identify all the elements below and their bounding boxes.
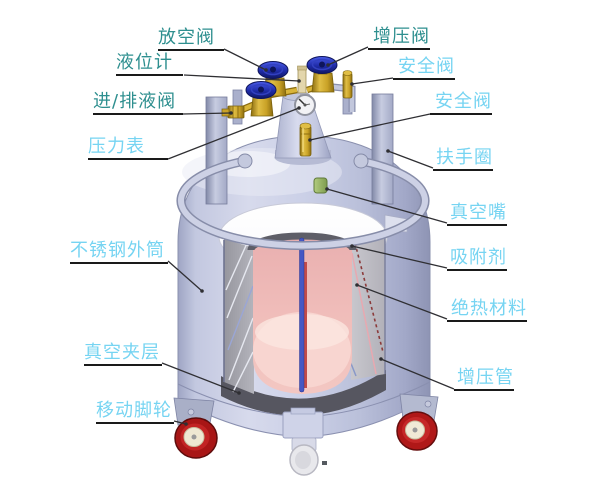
- leader-safety-valve-neck: [309, 113, 431, 141]
- insulation-right: [347, 229, 385, 380]
- label-inlet-outlet-valve: 进/排液阀: [93, 92, 183, 115]
- leader-vacuum-interlayer: [161, 362, 240, 394]
- label-vent-valve: 放空阀: [158, 28, 224, 51]
- leader-casters: [173, 420, 187, 425]
- leader-thermal-insulation: [356, 284, 448, 320]
- label-safety-valve-top: 安全阀: [393, 57, 455, 80]
- leader-vent-valve: [223, 48, 267, 71]
- label-thermal-insulation: 绝热材料: [447, 299, 527, 322]
- label-handrail-ring: 扶手圈: [433, 148, 493, 171]
- leader-handrail-ring: [387, 150, 434, 169]
- pressurizing-valve-part: [306, 56, 338, 93]
- label-stainless-outer-shell: 不锈钢外筒: [70, 241, 168, 264]
- vacuum-gap-band: [221, 370, 386, 416]
- label-casters: 移动脚轮: [96, 401, 174, 424]
- leader-pressure-gauge: [167, 107, 300, 160]
- insulation-left: [224, 239, 254, 394]
- caster-right: [396, 393, 439, 451]
- vacuum-nozzle-part: [313, 177, 328, 194]
- leader-level-gauge: [183, 74, 300, 82]
- label-vacuum-interlayer: 真空夹层: [84, 343, 162, 366]
- red-tube: [303, 262, 307, 388]
- label-adsorbent: 吸附剂: [447, 248, 507, 271]
- leader-safety-valve-top: [351, 77, 394, 85]
- label-level-gauge: 液位计: [116, 53, 183, 76]
- caster-center: [282, 407, 327, 476]
- boost-pipe-tube: [354, 242, 384, 353]
- ring-post-front-right: [371, 93, 394, 205]
- leader-lines: [161, 46, 455, 425]
- dip-tubes: [299, 237, 307, 393]
- cutaway-section: [218, 202, 408, 416]
- leader-pressurizing-pipe: [380, 358, 455, 390]
- leader-pressurizing-valve: [327, 46, 369, 66]
- ring-post-front-left: [205, 96, 228, 205]
- leader-dots: [184, 63, 390, 426]
- label-pressurizing-pipe: 增压管: [454, 368, 514, 391]
- leader-adsorbent: [351, 245, 448, 269]
- caster-left: [173, 397, 218, 459]
- label-safety-valve-neck: 安全阀: [430, 92, 492, 115]
- pressure-gauge-part: [294, 93, 316, 116]
- leader-stainless-outer-shell: [167, 260, 203, 292]
- label-vacuum-nozzle: 真空嘴: [447, 203, 507, 226]
- label-pressurizing-valve: 增压阀: [368, 27, 430, 50]
- label-pressure-gauge: 压力表: [88, 137, 168, 160]
- leader-inlet-outlet-valve: [182, 112, 232, 115]
- safety-valve-neck-part: [299, 122, 312, 157]
- leader-vacuum-nozzle: [326, 188, 448, 224]
- blue-dip-tube: [299, 237, 305, 393]
